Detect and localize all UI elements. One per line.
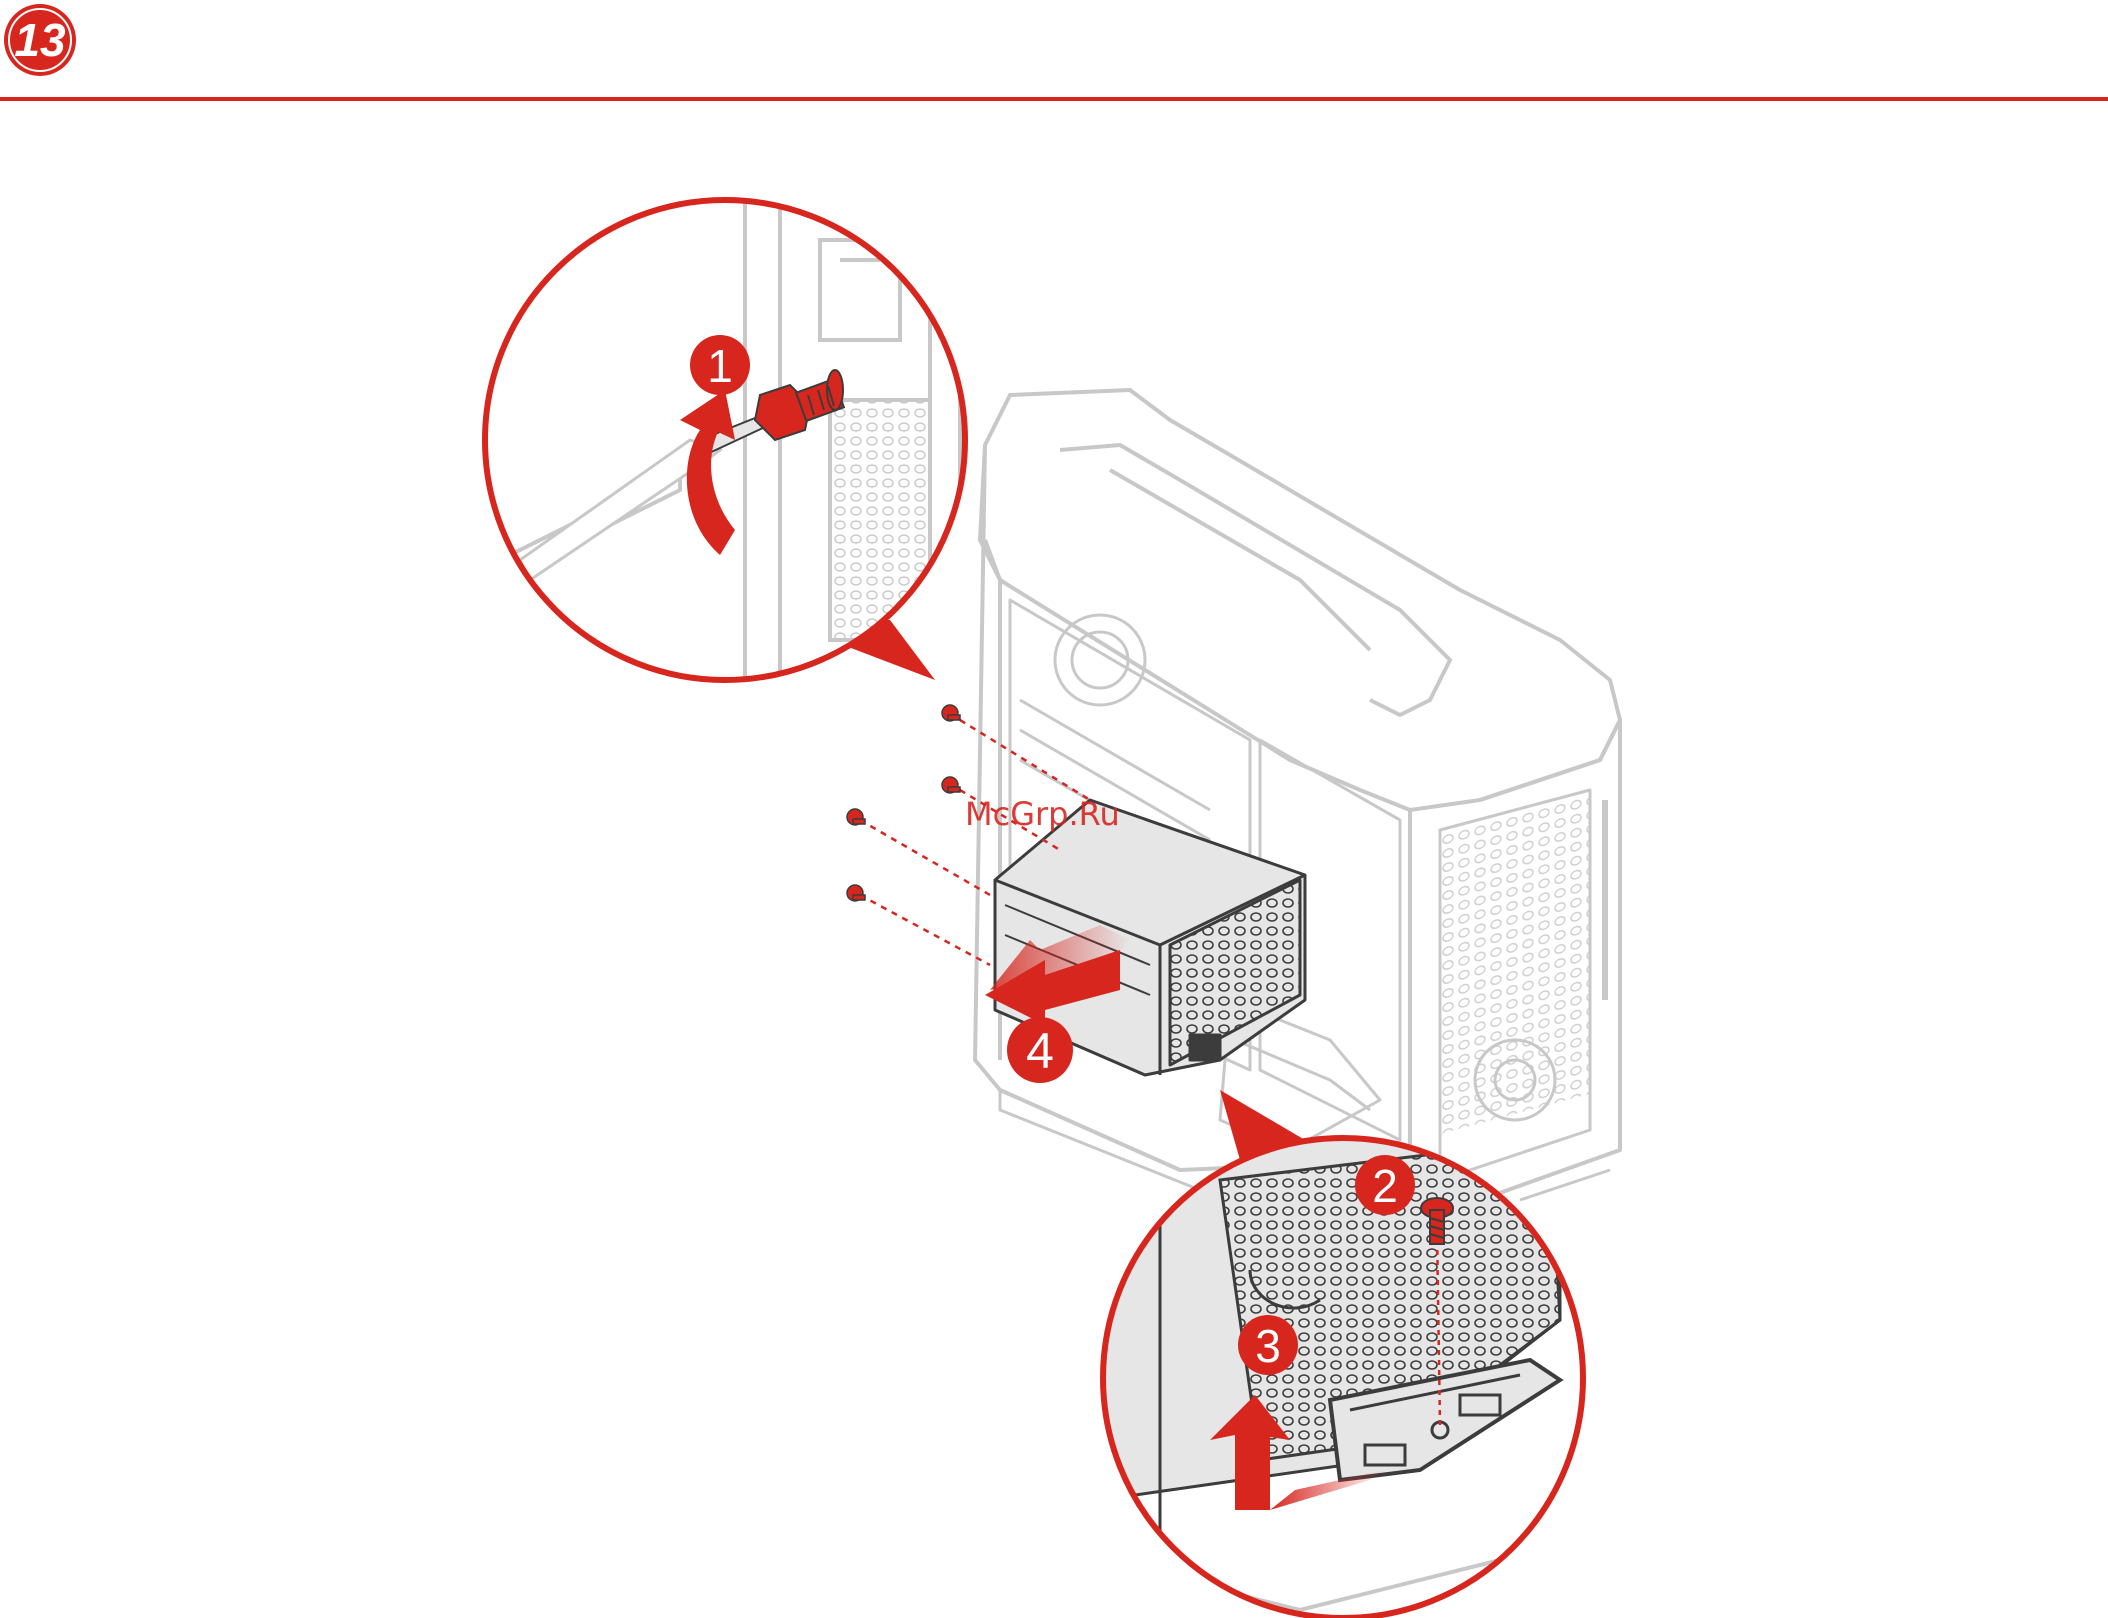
step-header: 13 [0, 4, 2108, 99]
svg-text:1: 1 [707, 340, 733, 392]
callout-3: 3 [1238, 1315, 1298, 1375]
callout-2: 2 [1355, 1155, 1415, 1215]
svg-text:4: 4 [1026, 1023, 1054, 1079]
callout-4: 4 [1007, 1017, 1073, 1083]
callout-1: 1 [690, 335, 750, 395]
detail-circle-top: 1 [485, 190, 965, 700]
watermark-text: McGrp.Ru [965, 795, 1120, 833]
svg-text:3: 3 [1255, 1320, 1281, 1372]
step-number: 13 [14, 14, 66, 66]
screw-icon [847, 705, 960, 901]
svg-text:2: 2 [1372, 1160, 1398, 1212]
detail-circle-bottom: 2 3 [1100, 1090, 1583, 1618]
